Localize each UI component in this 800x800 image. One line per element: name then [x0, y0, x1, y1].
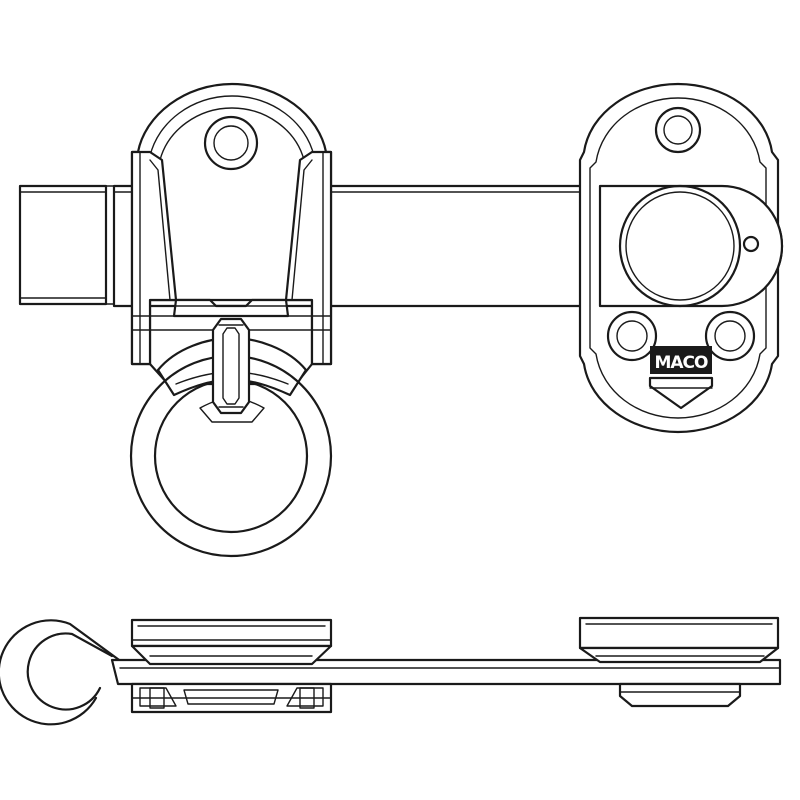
guide-bracket	[130, 82, 333, 386]
side-view	[0, 616, 782, 726]
screw-hole	[704, 310, 756, 362]
bolt-end	[18, 184, 108, 306]
pin-hole	[742, 235, 760, 253]
chain-link	[211, 317, 251, 415]
svg-text:MACO: MACO	[654, 353, 708, 373]
keeper-plate: MACO	[578, 82, 784, 434]
side-keeper	[578, 616, 780, 708]
hook	[26, 632, 114, 711]
bolt-knob	[618, 184, 742, 308]
pull-ring	[129, 317, 333, 558]
side-guide-bracket	[130, 618, 333, 714]
screw-hole	[606, 310, 658, 362]
front-view: MACO	[18, 82, 784, 558]
side-bar	[110, 658, 782, 686]
maco-logo: MACO	[648, 346, 714, 410]
screw-hole	[203, 115, 259, 171]
screw-hole	[654, 106, 702, 154]
